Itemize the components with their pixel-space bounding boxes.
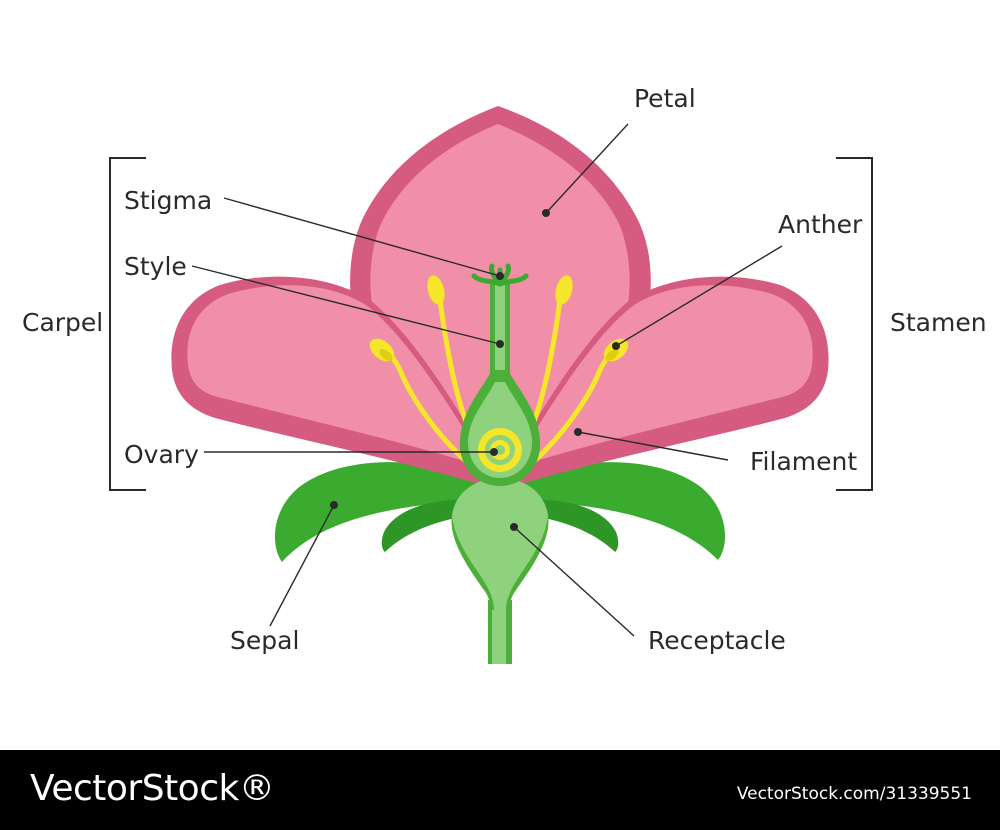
dot-stigma	[496, 272, 504, 280]
leader-receptacle	[513, 526, 635, 637]
dot-style	[496, 340, 504, 348]
leader-sepal	[269, 504, 335, 627]
leader-petal	[545, 123, 629, 214]
sepal-left-outer	[274, 462, 488, 562]
sepal-right-outer	[512, 462, 726, 560]
stamen-bracket	[836, 157, 873, 491]
label-stigma: Stigma	[124, 186, 212, 215]
stem-highlight	[492, 600, 506, 664]
watermark-logo: VectorStock®	[30, 768, 275, 809]
label-carpel: Carpel	[22, 308, 103, 337]
dot-filament	[574, 428, 582, 436]
sepal-right-inner	[528, 499, 619, 552]
labels: Petal Stigma Style Carpel Anther Stamen …	[22, 84, 987, 655]
leader-style	[191, 265, 501, 345]
label-anther: Anther	[778, 210, 863, 239]
carpel	[459, 263, 541, 486]
dot-ovary	[490, 448, 498, 456]
petal-left-inner	[187, 285, 488, 468]
sepal-left-inner	[381, 499, 472, 552]
anther-2	[427, 275, 445, 305]
dot-sepal	[330, 501, 338, 509]
leader-anther	[615, 245, 783, 347]
dot-petal	[542, 209, 550, 217]
label-dots	[330, 209, 620, 531]
label-sepal: Sepal	[230, 626, 299, 655]
dot-receptacle	[510, 523, 518, 531]
label-petal: Petal	[634, 84, 696, 113]
watermark-id: VectorStock.com/31339551	[736, 784, 972, 804]
anther-3	[555, 275, 573, 305]
label-stamen: Stamen	[890, 308, 987, 337]
label-style: Style	[124, 252, 187, 281]
dot-anther	[612, 342, 620, 350]
receptacle-edge-right	[506, 515, 549, 610]
receptacle	[451, 478, 549, 610]
sepals	[274, 462, 726, 562]
label-ovary: Ovary	[124, 440, 199, 469]
label-filament: Filament	[750, 447, 857, 476]
anther-4-shade	[605, 349, 619, 361]
leader-filament	[577, 431, 729, 461]
petal-right-inner	[512, 285, 813, 468]
flower-diagram: Petal Stigma Style Carpel Anther Stamen …	[22, 84, 987, 664]
style-highlight	[495, 282, 505, 382]
carpel-bracket	[109, 157, 146, 491]
leader-lines	[191, 123, 783, 637]
receptacle-edge	[451, 515, 494, 610]
leader-stigma	[223, 197, 501, 277]
anther-1-shade	[379, 349, 393, 361]
watermark-bar: VectorStock® VectorStock.com/31339551	[0, 750, 1000, 830]
label-receptacle: Receptacle	[648, 626, 786, 655]
